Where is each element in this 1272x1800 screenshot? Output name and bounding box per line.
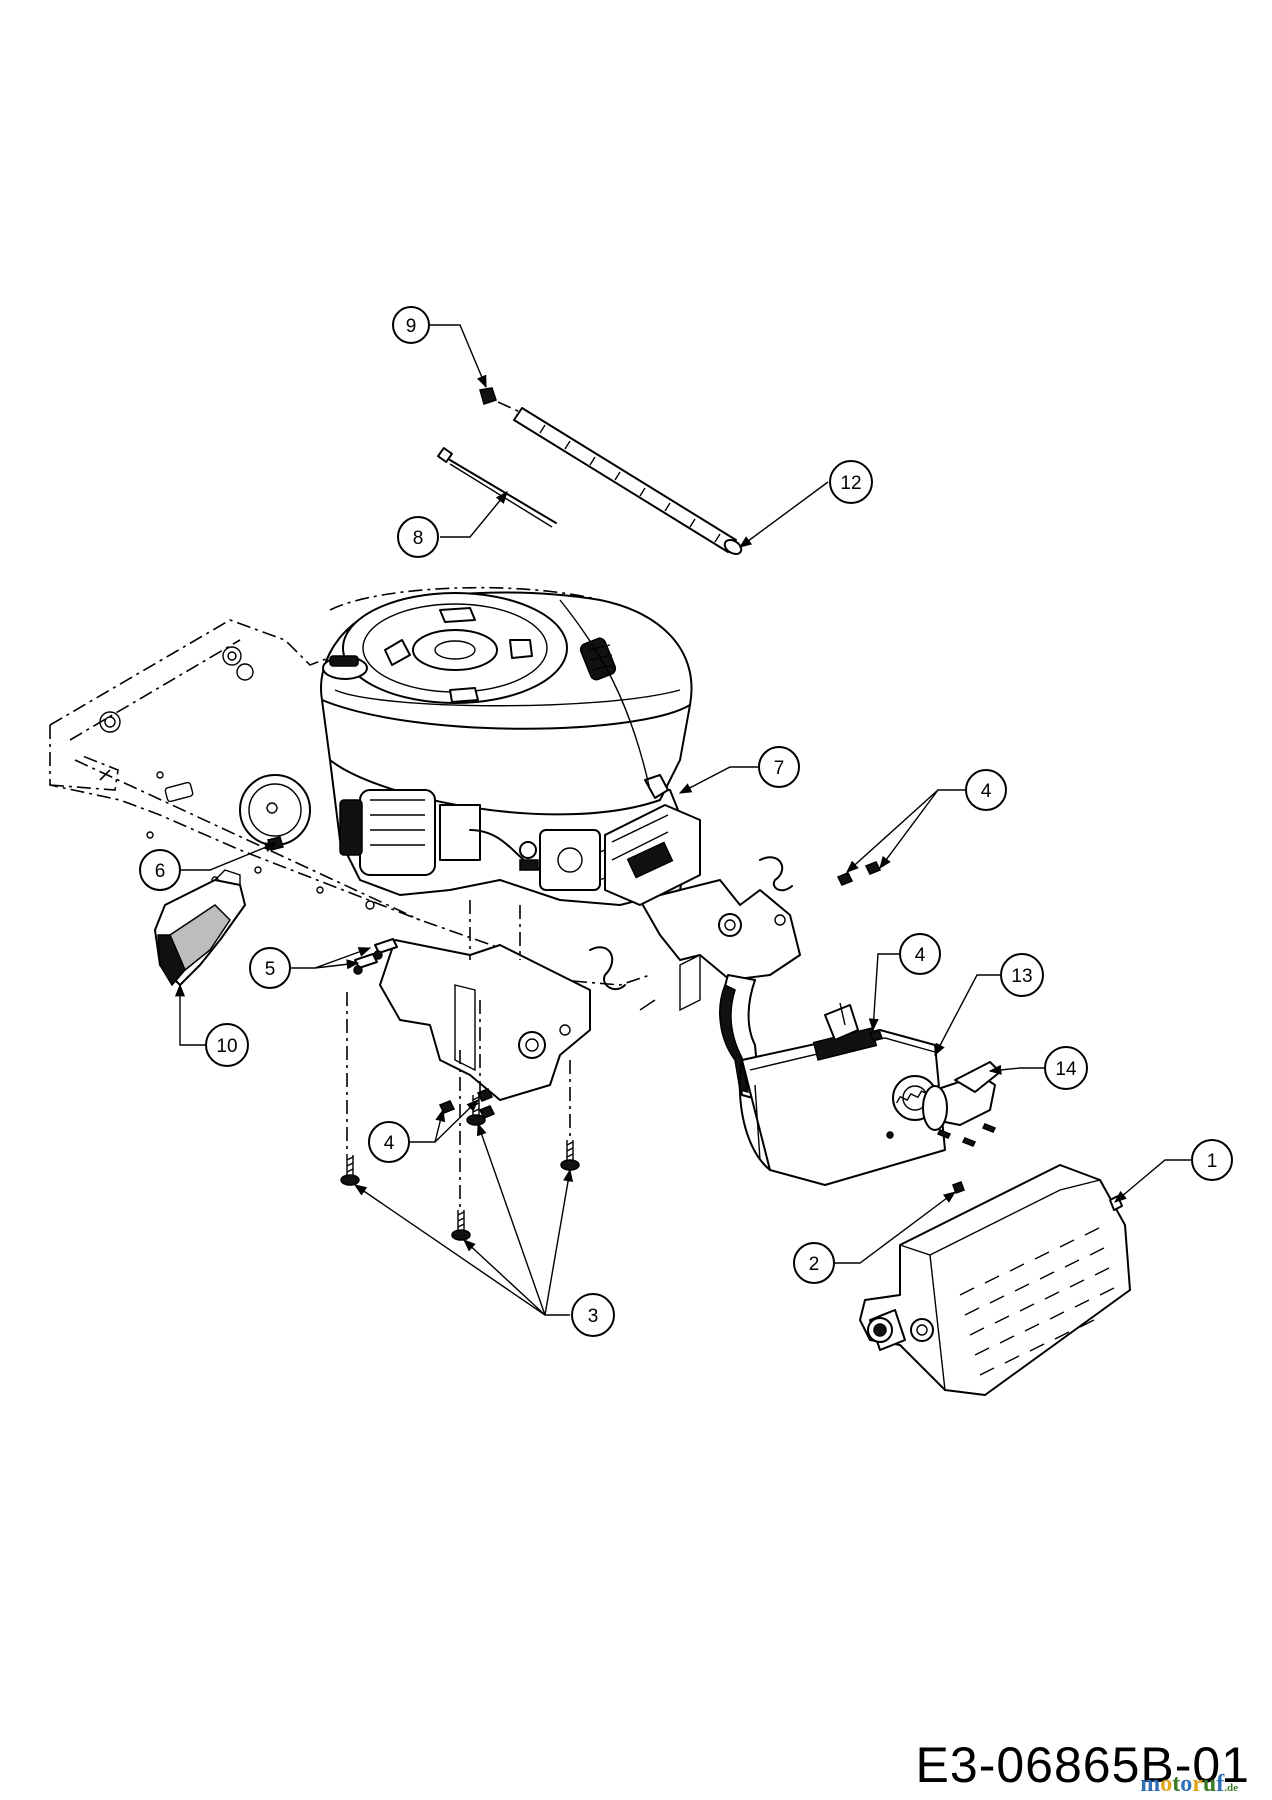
callout-c4a: 4 [965,769,1007,811]
callout-c14: 14 [1044,1046,1088,1090]
callout-c2: 2 [793,1242,835,1284]
callout-label: 5 [265,959,276,980]
muffler-guard [859,1164,1131,1396]
callout-label: 10 [216,1036,237,1057]
leader-lines [174,324,1192,1316]
engine-guard [154,869,246,987]
frame-brackets [379,856,801,1101]
drawing-number: E3-06865B-01 [915,1737,1250,1793]
muffler [719,974,946,1186]
callout-label: 7 [774,758,785,779]
fuel-line-parts [437,387,743,555]
callout-label: 3 [588,1306,599,1327]
callout-label: 6 [155,861,166,882]
fasteners [267,836,965,1241]
callout-c7: 7 [758,746,800,788]
callout-c10: 10 [205,1023,249,1067]
callout-c8: 8 [397,516,439,558]
callout-label: 4 [384,1133,395,1154]
callout-c4c: 4 [368,1121,410,1163]
callout-label: 1 [1207,1151,1218,1172]
callout-c12: 12 [829,460,873,504]
callout-c5: 5 [249,947,291,989]
spark-deflector [922,1061,1001,1147]
callout-label: 12 [840,473,861,494]
engine [320,586,701,960]
callout-c4b: 4 [899,933,941,975]
callout-label: 4 [915,945,926,966]
callout-label: 8 [413,528,424,549]
callout-label: 13 [1011,966,1032,987]
watermark-text: motoruf [1140,1771,1225,1797]
callout-c6: 6 [139,849,181,891]
callout-label: 2 [809,1254,820,1275]
callout-c13: 13 [1000,953,1044,997]
watermark-suffix: .de [1224,1782,1238,1794]
callout-c9: 9 [392,306,430,344]
callout-c1: 1 [1191,1139,1233,1181]
callout-label: 14 [1055,1059,1077,1080]
watermark-logo: motoruf.de [1140,1771,1238,1798]
chassis-frame [49,619,651,986]
callout-label: 9 [406,316,417,337]
callout-c3: 3 [571,1293,615,1337]
callout-label: 4 [981,781,992,802]
